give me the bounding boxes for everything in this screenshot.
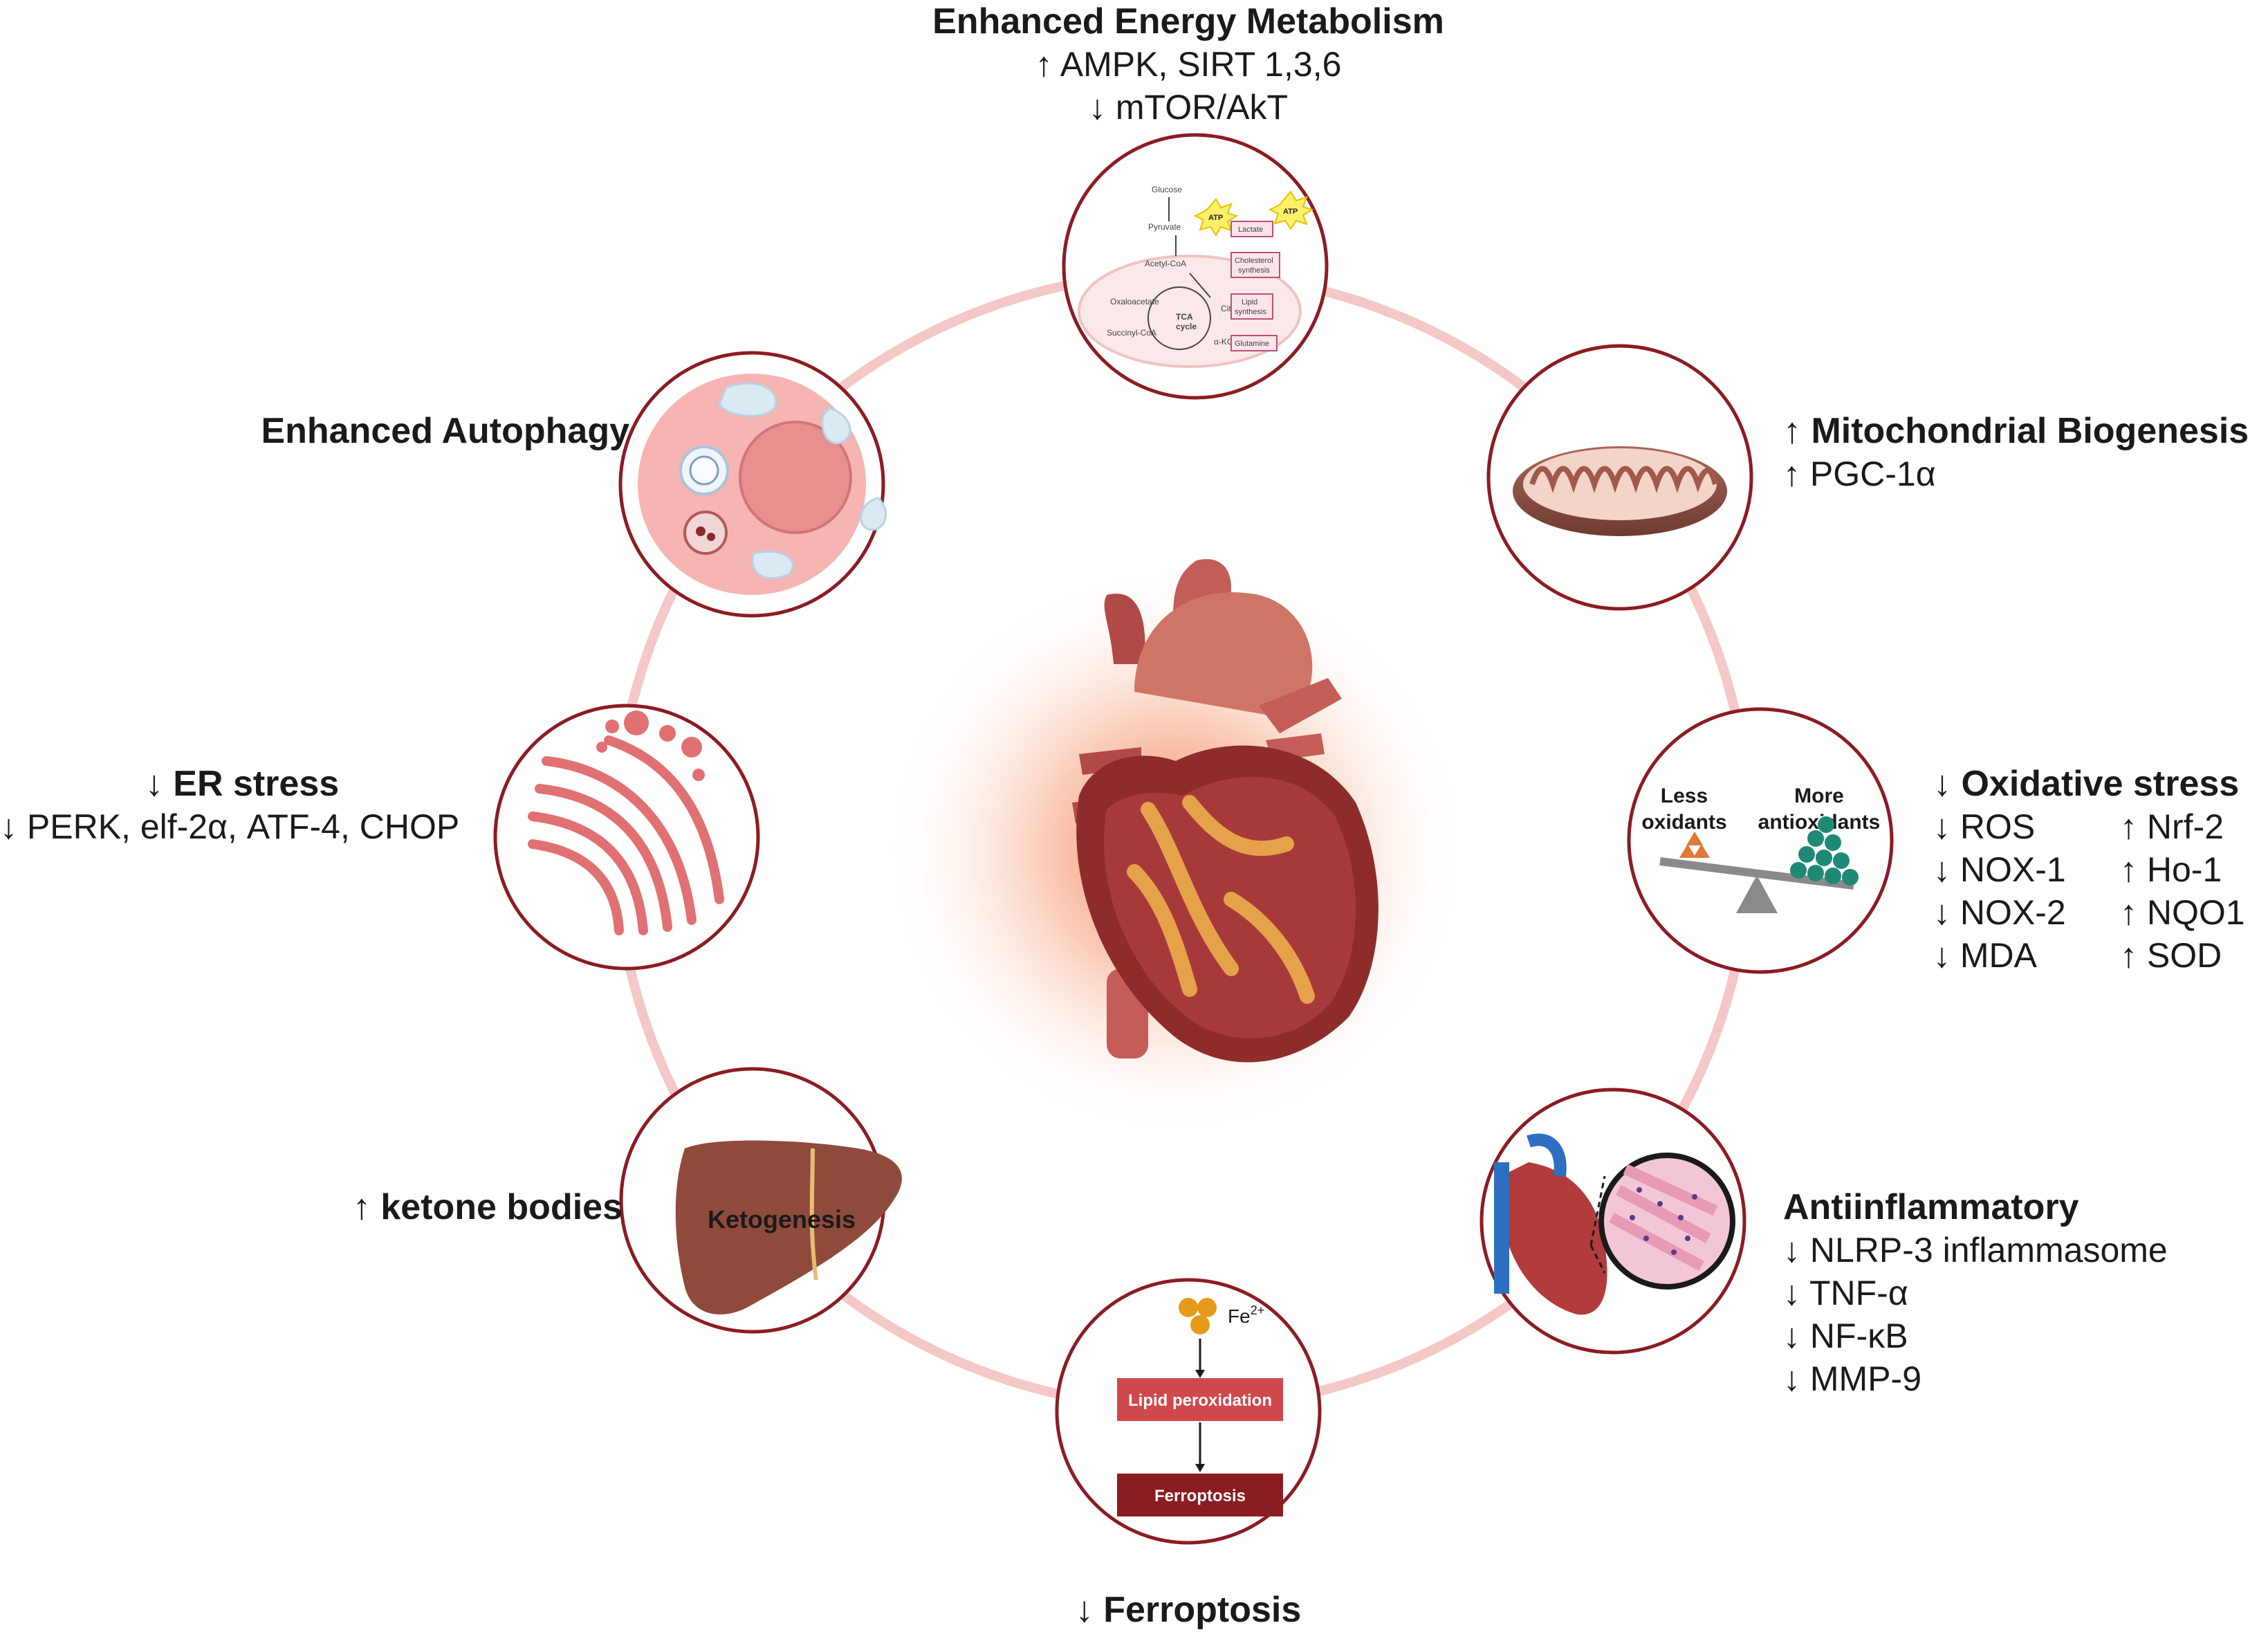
box-lactate: Lactate xyxy=(1238,226,1263,234)
svg-text:synthesis: synthesis xyxy=(1235,308,1266,316)
mitochondrial-biogenesis-label: ↑ Mitochondrial Biogenesis ↑ PGC-1α xyxy=(1783,410,2249,495)
er-stress-node xyxy=(495,706,758,969)
svg-text:ATP: ATP xyxy=(1283,208,1298,216)
autophagy-node xyxy=(620,353,886,616)
label-glucose: Glucose xyxy=(1152,185,1182,194)
svg-text:Ferroptosis: Ferroptosis xyxy=(1154,1487,1246,1505)
label-tca: TCA xyxy=(1176,312,1193,322)
oxidative-increased-list: ↑ Nrf-2 ↑ Ho-1 ↑ NQO1 ↑ SOD xyxy=(2120,805,2268,977)
label-oxaloacetate: Oxaloacetate xyxy=(1110,297,1159,306)
antiinflammatory-label: Antiinflammatory ↓ NLRP-3 inflammasome ↓… xyxy=(1783,1186,2168,1400)
label-pyruvate: Pyruvate xyxy=(1148,222,1181,232)
inflammation-node xyxy=(1482,1090,1744,1353)
energy-metabolism-label: Enhanced Energy Metabolism ↑ AMPK, SIRT … xyxy=(842,0,1534,129)
ketone-bodies-label: ↑ ketone bodies xyxy=(263,1186,623,1229)
svg-text:ATP: ATP xyxy=(1208,214,1223,222)
less-oxidants-label: Less xyxy=(1661,785,1708,807)
ferroptosis-label: ↓ Ferroptosis xyxy=(912,1588,1465,1631)
ketogenesis-label: Ketogenesis xyxy=(708,1205,856,1234)
box-lipid: Lipid xyxy=(1242,298,1257,306)
autophagy-label: Enhanced Autophagy xyxy=(194,410,629,452)
svg-text:oxidants: oxidants xyxy=(1641,811,1726,834)
oxidative-stress-label: ↓ Oxidative stress ↓ ROS ↓ NOX-1 ↓ NOX-2… xyxy=(1933,762,2268,977)
oxidative-stress-node: Less oxidants More antioxidants xyxy=(1629,709,1892,972)
box-glutamine: Glutamine xyxy=(1235,340,1269,348)
er-stress-label: ↓ ER stress ↓ PERK, elf-2α, ATF-4, CHOP xyxy=(0,762,484,848)
oxidative-decreased-list: ↓ ROS ↓ NOX-1 ↓ NOX-2 ↓ MDA xyxy=(1933,805,2120,977)
ketone-node: Ketogenesis xyxy=(621,1069,902,1332)
box-cholesterol: Cholesterol xyxy=(1235,257,1273,265)
ferroptosis-node: Fe2+ Lipid peroxidation Ferroptosis xyxy=(1057,1280,1320,1543)
label-acetyl: Acetyl-CoA xyxy=(1145,259,1186,268)
label-cycle: cycle xyxy=(1176,322,1197,331)
label-succinyl: Succinyl-CoA xyxy=(1107,328,1156,338)
more-antioxidants-label: More xyxy=(1794,785,1844,807)
svg-text:synthesis: synthesis xyxy=(1238,266,1270,275)
svg-text:Lipid peroxidation: Lipid peroxidation xyxy=(1128,1391,1272,1410)
mitochondria-node xyxy=(1488,346,1751,609)
energy-metabolism-node: Glucose Pyruvate Acetyl-CoA Oxaloacetate… xyxy=(1064,135,1327,398)
